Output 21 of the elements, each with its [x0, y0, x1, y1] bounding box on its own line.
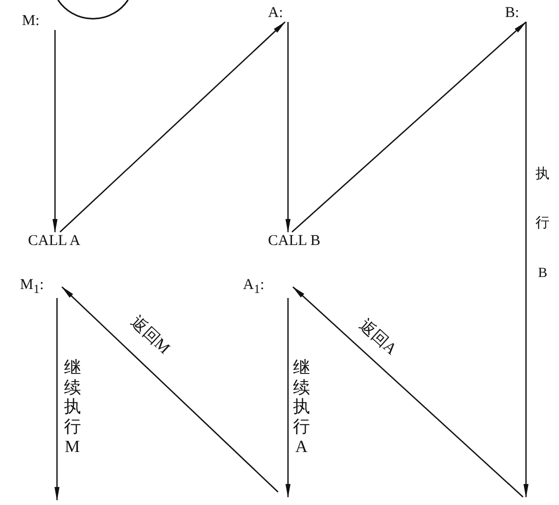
edge-label: 执行B: [535, 166, 550, 283]
edge-label: 继续执行A: [292, 358, 311, 457]
edge-label: 返回A: [354, 315, 401, 360]
arrow: [524, 22, 528, 498]
edge-label: 继续执行M: [63, 358, 82, 457]
edge-label: 返回M: [126, 312, 174, 358]
arrow: [286, 298, 290, 498]
point-label: M$_{1}$:: [20, 276, 62, 298]
arrow: [286, 22, 290, 233]
arrow: [61, 286, 278, 492]
arrow: [52, 30, 58, 233]
point-label: CALL B: [268, 232, 348, 250]
arrow: [292, 21, 527, 232]
point-label: CALL A: [28, 232, 108, 250]
arrow: [54, 298, 60, 501]
arrow: [292, 286, 524, 498]
arrow: [60, 21, 286, 232]
point-label: B:: [505, 4, 531, 22]
point-label: A$_{1}$:: [243, 276, 293, 298]
point-label: M:: [22, 12, 60, 30]
point-label: A:: [268, 4, 294, 22]
